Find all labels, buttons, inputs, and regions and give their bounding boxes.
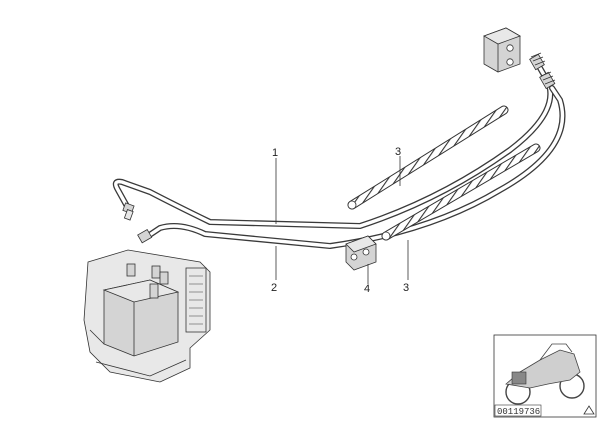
callout-2: 2: [271, 246, 277, 294]
brake-line-2: [137, 71, 566, 249]
motorcycle-silhouette: [505, 343, 585, 405]
mounting-block: [483, 27, 521, 73]
location-thumbnail: 00119736: [493, 334, 597, 418]
callout-4: 4: [364, 264, 370, 295]
callout-3-lower: 3: [403, 240, 409, 294]
fitting-left-lower: [137, 228, 153, 244]
fitting-right-upper: [529, 52, 546, 71]
callout-label-1: 1: [272, 147, 278, 159]
triangle-up-icon: [583, 405, 595, 415]
brake-line-1: [112, 52, 554, 229]
fitting-left-upper: [122, 202, 135, 221]
abs-modulator-unit: [83, 249, 211, 383]
callout-label-2: 2: [271, 282, 277, 294]
reference-id: 00119736: [497, 407, 540, 417]
spiral-sleeve-upper: [347, 105, 509, 210]
callout-3-upper: 3: [395, 146, 401, 186]
pipe-clamp: [345, 235, 377, 271]
fitting-right-lower: [539, 71, 556, 90]
callout-label-4: 4: [364, 283, 370, 295]
callout-label-3b: 3: [403, 282, 409, 294]
callout-label-3a: 3: [395, 146, 401, 158]
spiral-sleeve-lower: [381, 143, 541, 241]
callout-1: 1: [272, 147, 278, 224]
